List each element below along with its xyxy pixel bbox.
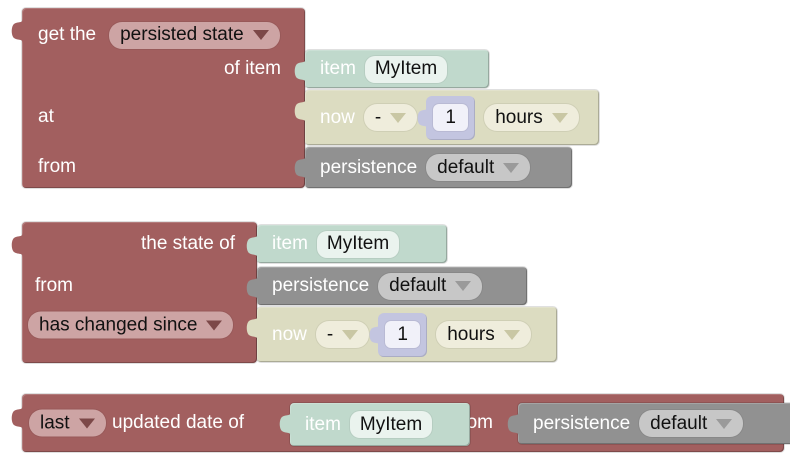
chevron-down-icon: [390, 112, 407, 123]
persistence-label: persistence: [320, 156, 418, 178]
now-label: now: [272, 323, 307, 345]
item-name-field[interactable]: MyItem: [349, 411, 433, 438]
operator-dropdown-value: -: [374, 106, 382, 128]
now-label: now: [320, 106, 355, 128]
block-item[interactable]: item MyItem: [246, 225, 447, 263]
units-dropdown-value: hours: [447, 323, 495, 345]
output-connector-icon: [246, 275, 258, 301]
which-date-dropdown[interactable]: last: [29, 409, 106, 437]
from-label: from: [35, 275, 73, 296]
output-connector-icon: [11, 18, 23, 44]
the-state-of-label: the state of: [140, 233, 235, 254]
output-connector-icon: [11, 232, 23, 258]
item-name-field[interactable]: MyItem: [316, 230, 400, 258]
of-item-label: of item: [223, 58, 281, 79]
item-name-field[interactable]: MyItem: [364, 55, 448, 83]
block-persistence[interactable]: persistence default: [507, 403, 790, 444]
chevron-down-icon: [455, 281, 472, 291]
chevron-down-icon: [716, 418, 733, 429]
chevron-down-icon: [503, 162, 520, 173]
chevron-down-icon: [551, 112, 568, 123]
block-item[interactable]: item MyItem: [294, 50, 489, 88]
chevron-down-icon: [252, 30, 269, 40]
output-connector-icon: [369, 322, 381, 347]
persisted-state-dropdown[interactable]: persisted state: [109, 21, 280, 49]
which-date-dropdown-value: last: [40, 412, 70, 433]
output-connector-icon: [11, 405, 23, 431]
output-connector-icon: [294, 155, 306, 181]
block-get-persisted-state[interactable]: get the persisted state of item at from: [11, 8, 305, 188]
persisted-state-dropdown-value: persisted state: [120, 24, 244, 45]
block-persistence[interactable]: persistence default: [246, 267, 527, 305]
item-label: item: [272, 233, 308, 254]
persistence-service-dropdown[interactable]: default: [639, 410, 744, 437]
item-label: item: [305, 413, 341, 435]
output-connector-icon: [246, 233, 258, 259]
block-item[interactable]: item MyItem: [279, 403, 470, 446]
chevron-down-icon: [206, 320, 223, 330]
at-label: at: [38, 106, 54, 127]
chevron-down-icon: [78, 418, 95, 428]
persistence-service-value: default: [389, 275, 447, 296]
item-label: item: [320, 58, 356, 79]
units-dropdown-value: hours: [495, 106, 543, 128]
operator-dropdown[interactable]: -: [315, 321, 370, 348]
chevron-down-icon: [342, 329, 359, 340]
block-now-offset[interactable]: now - 1 hours: [294, 90, 599, 145]
units-dropdown[interactable]: hours: [484, 104, 579, 131]
block-state-check[interactable]: the state of from has changed since: [11, 222, 257, 363]
output-connector-icon: [246, 315, 258, 341]
persistence-service-value: default: [437, 156, 495, 178]
condition-dropdown-value: has changed since: [39, 314, 198, 335]
output-connector-icon: [294, 98, 306, 124]
from-label: from: [38, 156, 76, 177]
output-connector-icon: [279, 411, 291, 437]
get-the-label: get the: [38, 24, 97, 45]
updated-date-of-label: updated date of: [112, 412, 245, 433]
persistence-service-dropdown[interactable]: default: [426, 154, 531, 181]
block-number[interactable]: 1: [369, 312, 428, 357]
block-now-offset[interactable]: now - 1 hours: [246, 307, 557, 362]
persistence-label: persistence: [272, 275, 370, 296]
persistence-label: persistence: [533, 412, 631, 434]
output-connector-icon: [507, 411, 519, 437]
persistence-service-dropdown[interactable]: default: [378, 272, 483, 300]
chevron-down-icon: [503, 329, 520, 340]
operator-dropdown[interactable]: -: [363, 104, 418, 131]
persistence-service-value: default: [650, 412, 708, 434]
number-value-field[interactable]: 1: [433, 104, 469, 131]
block-persistence[interactable]: persistence default: [294, 147, 572, 188]
output-connector-icon: [294, 58, 306, 84]
condition-dropdown[interactable]: has changed since: [28, 311, 234, 339]
units-dropdown[interactable]: hours: [436, 321, 531, 348]
number-value-field[interactable]: 1: [385, 321, 421, 348]
output-connector-icon: [417, 105, 429, 130]
operator-dropdown-value: -: [326, 323, 334, 345]
block-number[interactable]: 1: [417, 95, 476, 140]
